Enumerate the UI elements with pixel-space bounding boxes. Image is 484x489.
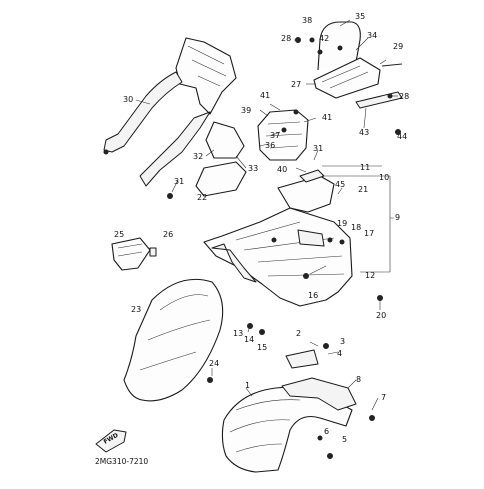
callout-25: 25 <box>114 230 124 239</box>
callout-40: 40 <box>277 165 287 174</box>
callout-7: 7 <box>381 393 386 402</box>
callout-20: 20 <box>376 311 386 320</box>
callout-2: 2 <box>296 329 301 338</box>
callout-16: 16 <box>308 291 318 300</box>
callout-38: 38 <box>302 16 312 25</box>
callout-30: 30 <box>123 95 133 104</box>
callout-6: 6 <box>324 427 329 436</box>
callout-26: 26 <box>163 230 173 239</box>
callout-29: 29 <box>393 42 403 51</box>
callout-36: 36 <box>265 141 275 150</box>
callout-19: 19 <box>337 219 347 228</box>
plate-25 <box>111 237 157 271</box>
callout-41-right: 41 <box>322 113 332 122</box>
inner-fender <box>123 278 224 402</box>
callout-9: 9 <box>395 213 400 222</box>
callout-37: 37 <box>270 131 280 140</box>
callout-22: 22 <box>197 193 207 202</box>
callout-18: 18 <box>351 223 361 232</box>
callout-43: 43 <box>359 128 369 137</box>
drawing-code: 2MG310-7210 <box>95 457 148 466</box>
callout-8: 8 <box>356 375 361 384</box>
callout-15: 15 <box>257 343 267 352</box>
callout-39: 39 <box>241 106 251 115</box>
callout-10: 10 <box>379 173 389 182</box>
callout-21: 21 <box>358 185 368 194</box>
callout-31-left: 31 <box>174 177 184 186</box>
tail-bracket <box>257 109 309 161</box>
pads <box>195 161 335 213</box>
callout-14: 14 <box>244 335 254 344</box>
callout-27: 27 <box>291 80 301 89</box>
callout-34: 34 <box>367 31 377 40</box>
callout-17: 17 <box>364 229 374 238</box>
callout-33: 33 <box>248 164 258 173</box>
callout-28-top: 28 <box>281 34 291 43</box>
callout-11: 11 <box>360 163 370 172</box>
callout-4: 4 <box>337 349 342 358</box>
callout-44: 44 <box>397 132 407 141</box>
callout-labels: 1 2 3 4 5 6 7 8 9 10 11 12 13 14 15 16 1… <box>114 12 409 444</box>
callout-3: 3 <box>340 337 345 346</box>
callout-24: 24 <box>209 359 219 368</box>
callout-23: 23 <box>131 305 141 314</box>
rear-fender-body <box>203 207 383 307</box>
frame-bracket <box>103 37 245 199</box>
callout-1: 1 <box>245 381 250 390</box>
callout-42: 42 <box>319 34 329 43</box>
grab-bar-assembly <box>295 21 403 135</box>
callout-45: 45 <box>335 180 345 189</box>
callout-35: 35 <box>355 12 365 21</box>
callout-32: 32 <box>193 152 203 161</box>
fwd-arrow-icon: FWD <box>95 429 127 453</box>
leader-lines <box>135 19 398 411</box>
callout-31-right: 31 <box>313 144 323 153</box>
callout-5: 5 <box>342 435 347 444</box>
callout-41-left: 41 <box>260 91 270 100</box>
callout-28-right: 28 <box>399 92 409 101</box>
callout-13: 13 <box>233 329 243 338</box>
callout-12: 12 <box>365 271 375 280</box>
front-fender <box>207 323 375 473</box>
